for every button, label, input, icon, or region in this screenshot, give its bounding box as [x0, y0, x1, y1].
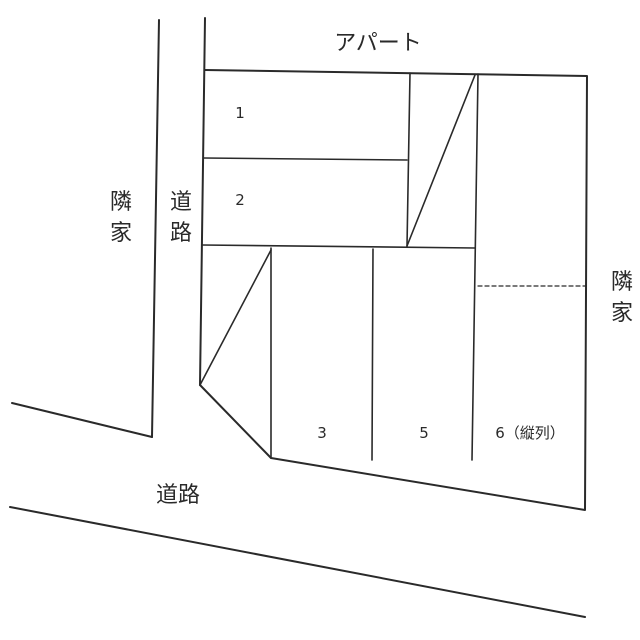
side-road-edge [199, 17, 206, 386]
side-road-label-2: 路 [170, 221, 192, 246]
left-neighbor-label-2: 家 [110, 221, 132, 246]
lot-boundary [199, 69, 588, 511]
space-1-label: 1 [235, 104, 245, 122]
left-neighbor-boundary [151, 19, 160, 438]
bottom-road-label: 道路 [156, 483, 200, 508]
right-neighbor-label-2: 家 [611, 301, 633, 326]
lower-diagonal [199, 249, 272, 386]
space-1-2-divider [203, 157, 408, 161]
apartment-label: アパート [334, 31, 422, 56]
space-6-label: 6（縦列） [495, 424, 565, 442]
space-1-2-right-edge [406, 72, 411, 247]
side-road-label-1: 道 [170, 190, 192, 215]
space-2-bottom-edge [201, 244, 476, 249]
left-neighbor-label-1: 隣 [110, 190, 132, 215]
bottom-road-edge [9, 506, 586, 618]
space-6-left-edge [471, 73, 479, 461]
space-2-label: 2 [235, 191, 245, 209]
left-neighbor-bottom-edge [11, 402, 153, 438]
upper-diagonal [406, 74, 476, 247]
space-5-label: 5 [419, 424, 429, 442]
space-3-5-divider [371, 248, 374, 461]
right-neighbor-label-1: 隣 [611, 270, 633, 295]
space-3-label: 3 [317, 424, 327, 442]
